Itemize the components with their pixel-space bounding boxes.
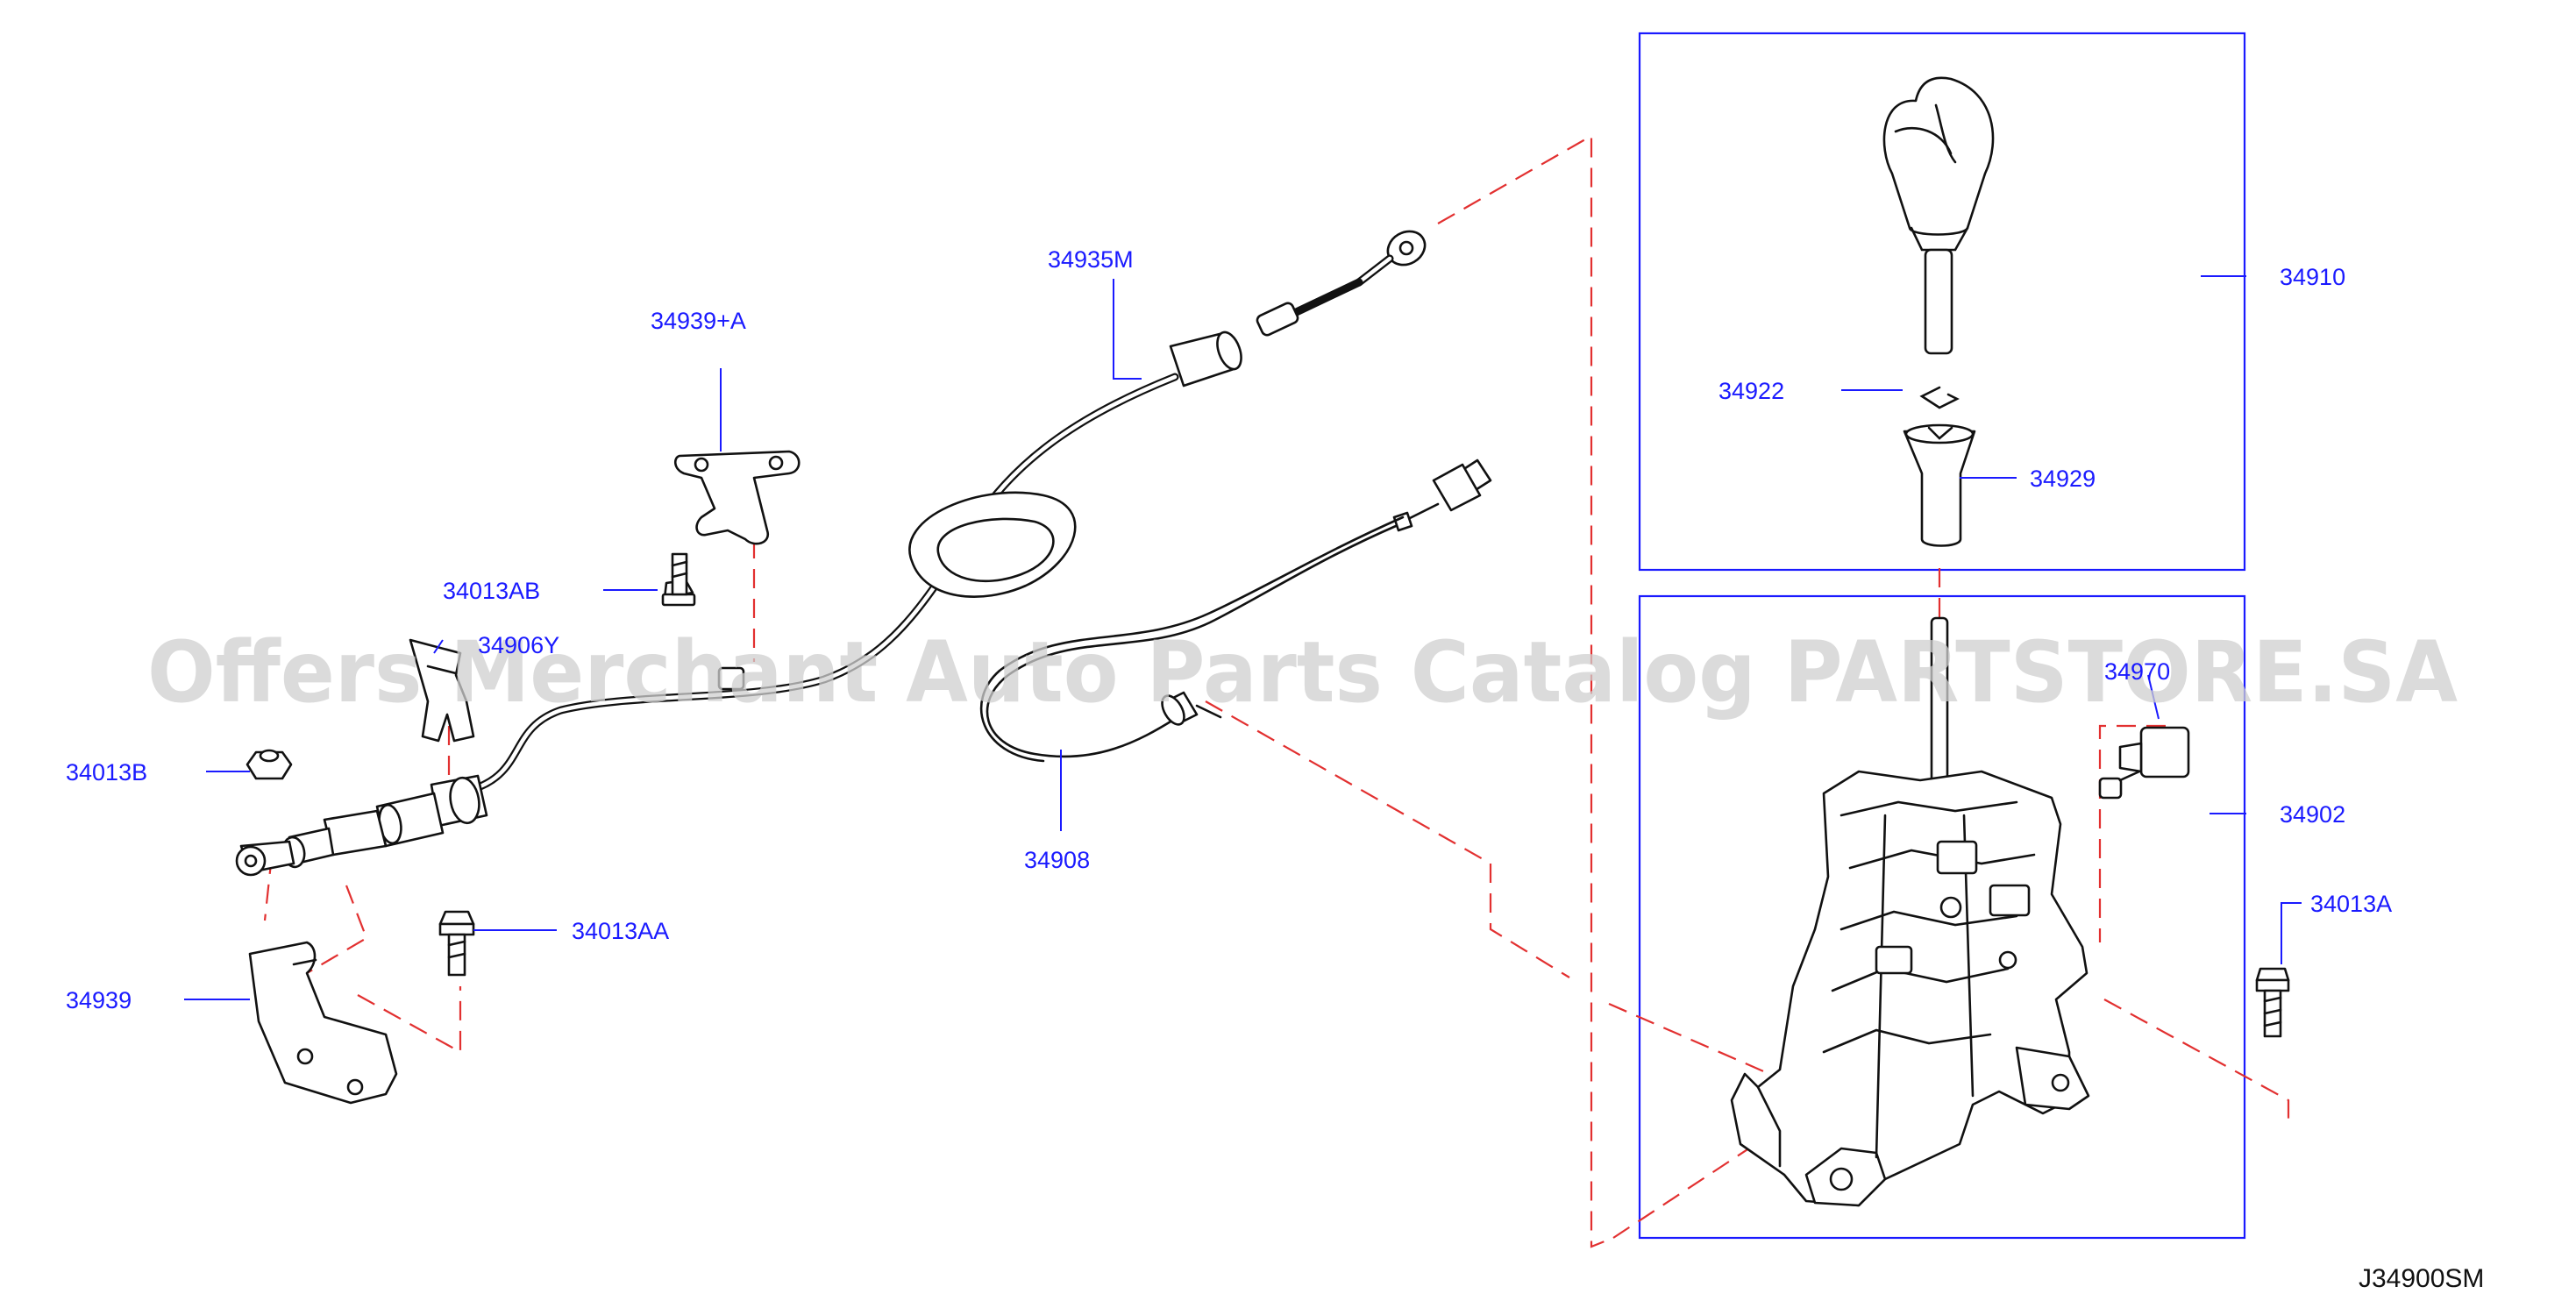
label-34939a: 34939+A bbox=[651, 308, 746, 334]
wire-harness bbox=[979, 459, 1492, 763]
bracket-34939a bbox=[674, 450, 801, 545]
watermark: Offers Merchant Auto Parts Catalog PARTS… bbox=[147, 623, 2458, 722]
knob-group-box bbox=[1638, 32, 2246, 572]
label-34970: 34970 bbox=[2104, 658, 2170, 685]
label-34902: 34902 bbox=[2280, 801, 2345, 828]
label-34939: 34939 bbox=[66, 987, 132, 1013]
label-34013aa: 34013AA bbox=[572, 918, 669, 944]
retaining-clip bbox=[1919, 386, 1960, 409]
shifter-group-box bbox=[1638, 594, 2246, 1240]
label-34935m: 34935M bbox=[1048, 246, 1134, 273]
label-34906y: 34906Y bbox=[478, 632, 559, 658]
shifter-assembly bbox=[1730, 616, 2090, 1207]
label-34013a: 34013A bbox=[2310, 891, 2392, 917]
diagram-code: J34900SM bbox=[2359, 1264, 2484, 1293]
label-34922: 34922 bbox=[1719, 378, 1784, 404]
dashed-guides bbox=[263, 134, 2290, 1248]
bolt-34013aa bbox=[438, 910, 475, 977]
part-labels: 34910 34922 34929 34970 34902 34013A 349… bbox=[66, 246, 2392, 1013]
label-34910: 34910 bbox=[2280, 264, 2345, 290]
bolt-34013ab bbox=[661, 552, 696, 607]
bracket-34939 bbox=[248, 941, 398, 1105]
knob-sleeve bbox=[1903, 423, 1976, 547]
clip-34906y bbox=[409, 638, 475, 743]
control-cable bbox=[235, 230, 1427, 877]
shift-knob bbox=[1882, 76, 1995, 355]
label-34929: 34929 bbox=[2030, 466, 2096, 492]
shift-lock-connector bbox=[2098, 726, 2190, 800]
leader-lines bbox=[184, 275, 2302, 1000]
label-34908: 34908 bbox=[1024, 847, 1090, 873]
label-34013b: 34013B bbox=[66, 759, 147, 786]
label-34013ab: 34013AB bbox=[443, 578, 540, 604]
bolt-34013a bbox=[2255, 967, 2290, 1038]
nut-34013b bbox=[246, 749, 293, 780]
